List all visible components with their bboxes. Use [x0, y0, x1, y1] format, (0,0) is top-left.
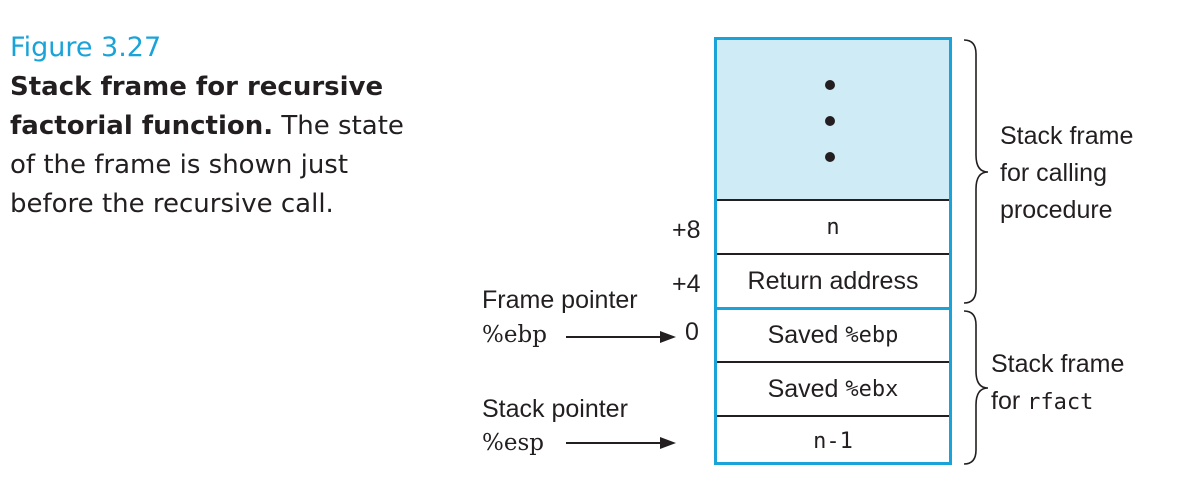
ellipsis-dot	[825, 152, 835, 162]
stack-pointer-arrow	[566, 437, 676, 449]
caption-bold-title: Stack frame for recursive factorial func…	[10, 72, 384, 141]
calling-frame-line1: Stack frame	[1000, 122, 1134, 150]
figure-caption: Figure 3.27 Stack frame for recursive fa…	[10, 28, 410, 224]
saved-ebx-prefix: Saved	[767, 374, 846, 403]
calling-frame-brace	[963, 39, 989, 304]
rfact-line2-code: rfact	[1027, 390, 1094, 415]
offset-zero: 0	[685, 318, 699, 346]
saved-ebp-code: %ebp	[845, 323, 899, 348]
ellipsis-dot	[825, 80, 835, 90]
stack-cell-return-address: Return address	[717, 253, 949, 307]
frame-pointer-arrow	[566, 331, 676, 343]
rfact-frame-line2: for rfact	[991, 383, 1124, 421]
ellipsis-dot	[825, 116, 835, 126]
offset-plus8: +8	[672, 216, 701, 244]
calling-frame-label: Stack frame for calling procedure	[1000, 118, 1133, 229]
stack-cell-saved-ebx: Saved %ebx	[717, 361, 949, 415]
rfact-frame-label: Stack frame for rfact	[991, 346, 1124, 421]
saved-ebx-code: %ebx	[845, 376, 899, 402]
rfact-frame-line1: Stack frame	[991, 350, 1125, 378]
stack-cell-n: n	[717, 199, 949, 253]
saved-ebp-prefix: Saved	[767, 321, 846, 349]
calling-frame-line2: for calling	[1000, 159, 1107, 187]
frame-pointer-label: Frame pointer	[482, 286, 638, 314]
offset-plus4: +4	[672, 270, 701, 298]
stack-diagram: n Return address Saved %ebp Saved %ebx n…	[714, 37, 952, 465]
stack-pointer-register: %esp	[482, 430, 544, 456]
caption-body: The state of the frame is shown just bef…	[10, 111, 404, 219]
rfact-frame-brace	[963, 310, 989, 465]
calling-frame-region	[717, 40, 949, 199]
stack-cell-n-minus-1: n-1	[717, 415, 949, 465]
stack-pointer-label: Stack pointer	[482, 395, 628, 423]
stack-cell-saved-ebp: Saved %ebp	[717, 307, 949, 361]
frame-pointer-register: %ebp	[482, 322, 547, 348]
caption-text: Stack frame for recursive factorial func…	[10, 68, 410, 224]
calling-frame-line3: procedure	[1000, 196, 1113, 224]
rfact-line2-prefix: for	[991, 387, 1028, 415]
figure-label: Figure 3.27	[10, 32, 162, 63]
